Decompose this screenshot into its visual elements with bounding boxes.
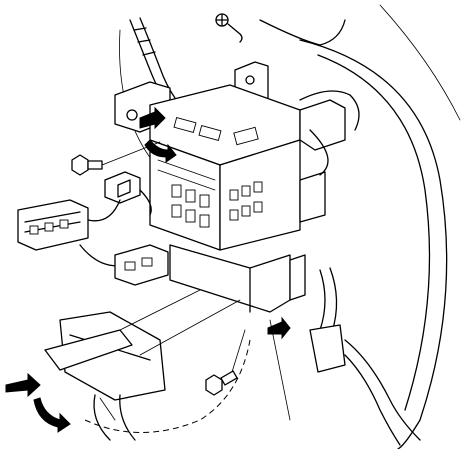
fuse-relay-box <box>114 61 346 313</box>
arrow-icons <box>5 106 291 433</box>
lower-harness-connector <box>44 311 166 441</box>
leader-lines <box>84 289 291 433</box>
arrow-icon <box>144 139 177 163</box>
left-connectors <box>17 171 169 286</box>
arrow-icon <box>267 316 291 340</box>
arrow-icon <box>5 372 41 398</box>
top-bolt <box>215 13 243 43</box>
arrow-icon <box>139 106 166 130</box>
arrow-icon <box>33 397 71 433</box>
right-lower-harness <box>309 324 421 446</box>
lower-bolt <box>205 329 246 396</box>
